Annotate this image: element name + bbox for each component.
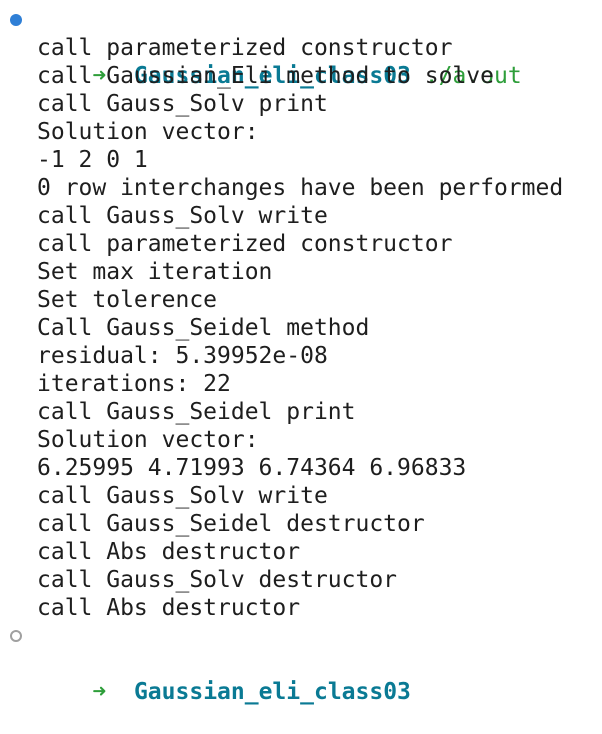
output-line: call Abs destructor (37, 595, 301, 621)
output-line: Solution vector: (37, 119, 259, 145)
prompt-directory: Gaussian_eli_class03 (133, 679, 411, 705)
prompt-status-dot-icon[interactable] (10, 630, 22, 642)
output-line: call Gauss_Solv write (37, 203, 328, 229)
prompt-command: ./a.out (424, 63, 522, 89)
output-line: call Gauss_Solv write (37, 483, 328, 509)
prompt-directory: Gaussian_eli_class03 (133, 63, 411, 89)
command-output: call parameterized constructor call Gaus… (0, 34, 602, 622)
output-line: Set max iteration (37, 259, 273, 285)
prompt-arrow-icon: ➜ (92, 679, 107, 705)
output-line: call parameterized constructor (37, 35, 453, 61)
output-line: call Gauss_Solv print (37, 91, 328, 117)
output-line: call Abs destructor (37, 539, 301, 565)
output-line: call parameterized constructor (37, 231, 453, 257)
output-line: residual: 5.39952e-08 (37, 343, 328, 369)
output-line: iterations: 22 (37, 371, 231, 397)
output-line: call Gauss_Seidel destructor (37, 511, 425, 537)
output-line: call Gaussian_Eli method to solve (37, 63, 494, 89)
output-line: Solution vector: (37, 427, 259, 453)
output-line: Set tolerence (37, 287, 218, 313)
prompt-arrow-icon: ➜ (92, 63, 107, 89)
terminal-window[interactable]: ➜ Gaussian_eli_class03 ./a.out call para… (0, 6, 602, 705)
output-line: call Gauss_Seidel print (37, 399, 356, 425)
command-prompt-line: ➜ Gaussian_eli_class03 ./a.out (0, 6, 602, 89)
output-line: 6.25995 4.71993 6.74364 6.96833 (37, 455, 467, 481)
output-line: 0 row interchanges have been performed (37, 175, 564, 201)
command-status-dot-icon[interactable] (10, 14, 22, 26)
current-prompt-line[interactable]: ➜ Gaussian_eli_class03 (0, 622, 602, 705)
output-line: Call Gauss_Seidel method (37, 315, 370, 341)
output-line: -1 2 0 1 (37, 147, 148, 173)
output-line: call Gauss_Solv destructor (37, 567, 398, 593)
